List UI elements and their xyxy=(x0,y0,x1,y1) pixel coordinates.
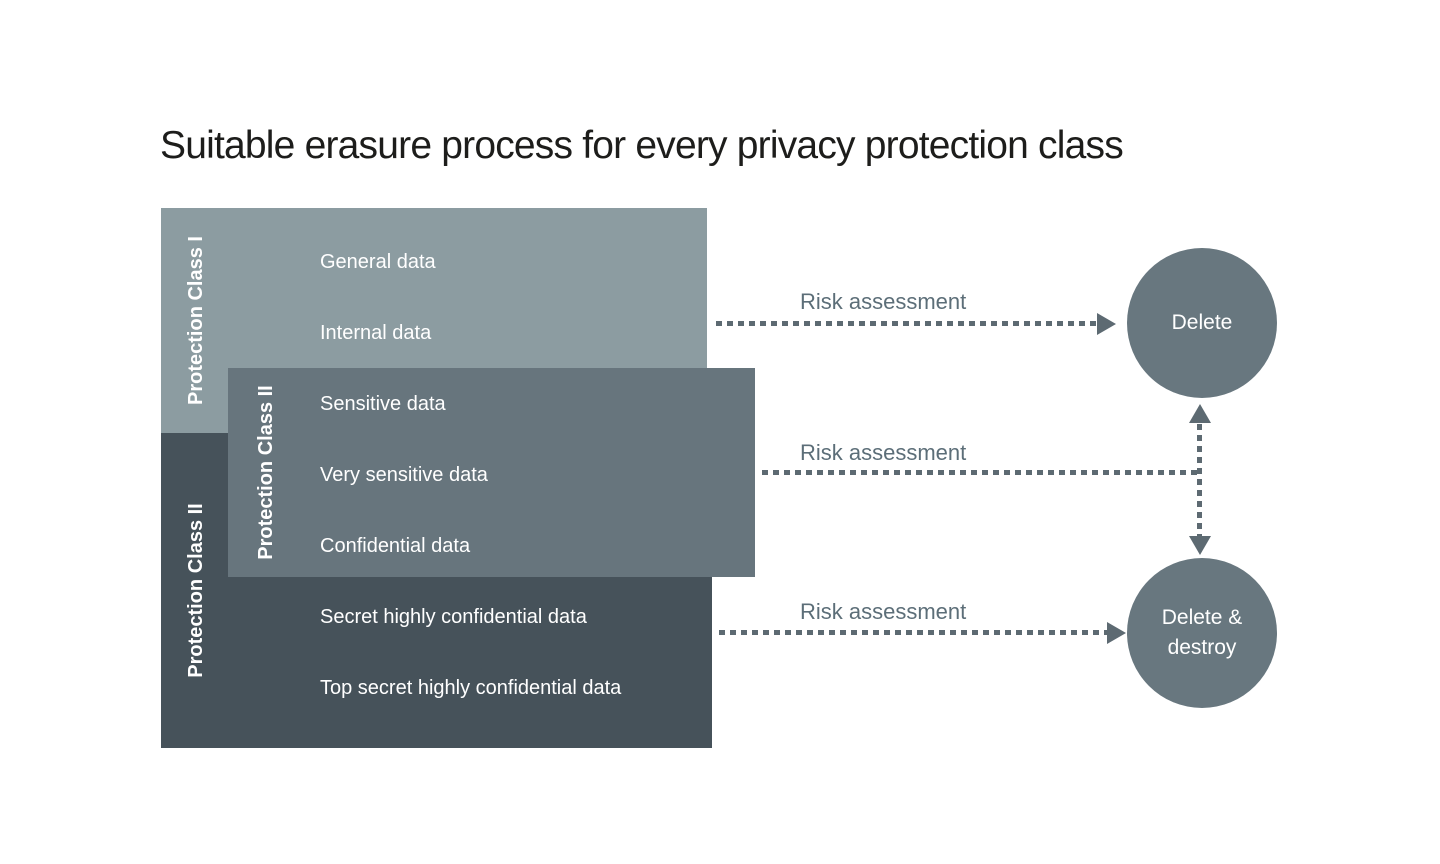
dashed-arrow-line-3 xyxy=(719,630,1108,635)
data-item-confidential: Confidential data xyxy=(320,535,471,557)
data-item-very-sensitive: Very sensitive data xyxy=(320,464,488,486)
data-item-secret: Secret highly confidential data xyxy=(320,606,587,628)
outcome-delete-circle: Delete xyxy=(1127,248,1277,398)
risk-assessment-label-2: Risk assessment xyxy=(800,440,967,465)
data-item-internal: Internal data xyxy=(320,322,432,344)
protection-class-2-box xyxy=(228,368,755,577)
page-title: Suitable erasure process for every priva… xyxy=(160,124,1124,167)
data-item-top-secret: Top secret highly confidential data xyxy=(320,677,622,699)
arrowhead-right-icon xyxy=(1107,621,1126,644)
data-item-sensitive: Sensitive data xyxy=(320,393,446,415)
dashed-arrow-line-1 xyxy=(716,321,1098,326)
risk-assessment-label-3: Risk assessment xyxy=(800,599,967,624)
arrowhead-right-icon xyxy=(1097,312,1116,335)
outcome-delete-destroy-circle: Delete & destroy xyxy=(1127,558,1277,708)
outcome-delete-label: Delete xyxy=(1171,310,1233,334)
arrowhead-up-icon xyxy=(1188,404,1211,423)
data-item-general: General data xyxy=(320,251,436,273)
outcome-delete-destroy-label: Delete & destroy xyxy=(1161,605,1243,659)
dashed-arrow-line-2 xyxy=(762,470,1198,475)
dashed-arrow-line-vertical xyxy=(1197,424,1202,536)
risk-assessment-label-1: Risk assessment xyxy=(800,289,967,314)
arrowhead-down-icon xyxy=(1188,536,1211,555)
